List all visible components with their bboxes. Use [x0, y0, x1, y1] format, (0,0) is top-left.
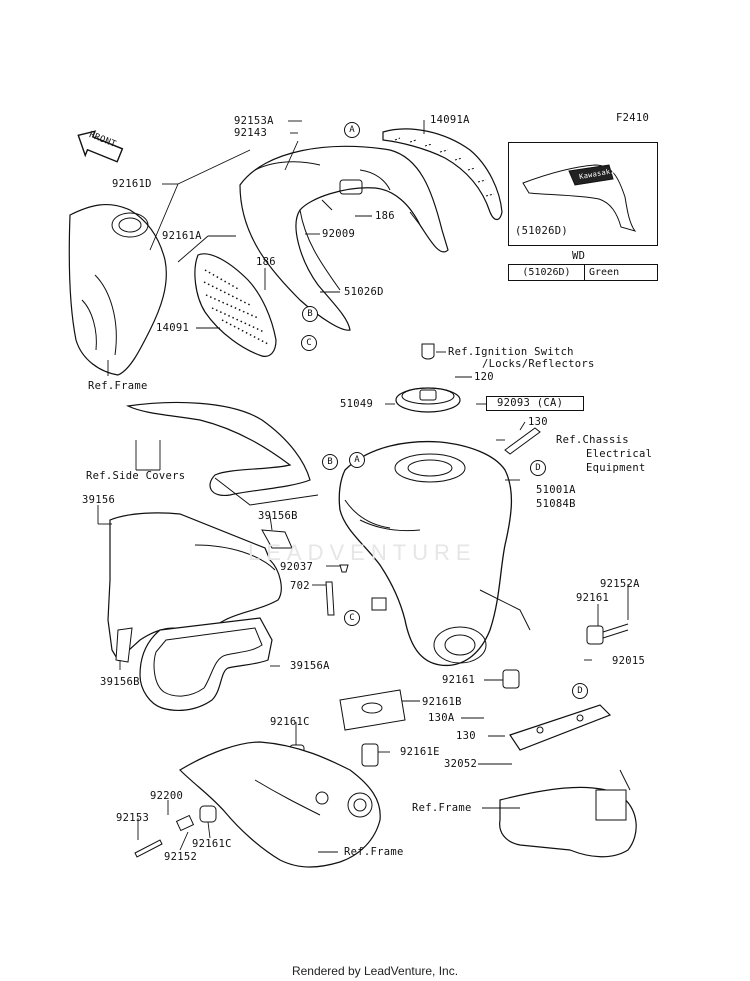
part-label: 92200	[150, 790, 184, 802]
callout-d: D	[530, 460, 546, 476]
pad-14091A-shape	[382, 128, 503, 221]
part-label: 92153	[116, 812, 150, 824]
reference-label: Equipment	[586, 462, 646, 474]
part-label: 130A	[428, 712, 455, 724]
part-label: 51001A	[536, 484, 576, 496]
side-cover-shape	[125, 401, 319, 506]
wd-table-part: (51026D)	[509, 265, 585, 280]
part-label: 39156B	[258, 510, 298, 522]
watermark: LEADVENTURE	[248, 540, 477, 565]
part-label: 92015	[612, 655, 646, 667]
part-label: 14091A	[430, 114, 470, 126]
reference-label: Ref.Side Covers	[86, 470, 186, 482]
wd-table-color: Green	[589, 267, 620, 278]
part-label: 92153A	[234, 115, 274, 127]
callout-b: B	[322, 454, 338, 470]
reference-label: Electrical	[586, 448, 653, 460]
part-label: 92152A	[600, 578, 640, 590]
part-label: 39156	[82, 494, 116, 506]
part-label: 92152	[164, 851, 198, 863]
bracket-shape	[371, 597, 387, 611]
tank-cover-shape	[239, 145, 449, 331]
part-label: 51084B	[536, 498, 576, 510]
reference-label: Ref.Frame	[412, 802, 472, 814]
wd-table: (51026D) Green	[508, 264, 658, 281]
part-label: 32052	[444, 758, 478, 770]
part-label: 130	[528, 416, 548, 428]
leader-lines	[97, 120, 629, 853]
bolt-assembly-shape	[134, 805, 217, 858]
wd-heading: WD	[572, 250, 586, 262]
part-label: 92093 (CA)	[497, 397, 564, 409]
callout-b: B	[302, 306, 318, 322]
filler-cap-shape	[395, 343, 461, 413]
part-label: 92161D	[112, 178, 152, 190]
optional-part-box: 92093 (CA)	[486, 396, 584, 411]
part-label: 186	[375, 210, 395, 222]
frame-rear-right-shape	[499, 704, 637, 858]
strip-39156B-shape	[115, 529, 293, 663]
part-label: 186	[256, 256, 276, 268]
callout-d: D	[572, 683, 588, 699]
part-label: 92161B	[422, 696, 462, 708]
diagram-code: F2410	[616, 112, 650, 124]
reference-label: /Locks/Reflectors	[482, 358, 595, 370]
part-label: 92161C	[192, 838, 232, 850]
frame-top-left-shape	[68, 204, 167, 376]
part-label: 14091	[156, 322, 190, 334]
part-label: 51026D	[344, 286, 384, 298]
part-label: 92143	[234, 127, 268, 139]
chassis-strap-shape	[504, 427, 541, 455]
reference-label: Ref.Frame	[88, 380, 148, 392]
reference-label: Ref.Chassis	[556, 434, 629, 446]
callout-c: C	[301, 335, 317, 351]
part-label: 39156B	[100, 676, 140, 688]
callout-c: C	[344, 610, 360, 626]
part-label: 92161	[576, 592, 610, 604]
part-label: 92037	[280, 561, 314, 573]
inset-part-label: (51026D)	[515, 225, 568, 237]
clip-92037-shape	[339, 564, 349, 573]
part-label: 130	[456, 730, 476, 742]
part-label: 92161A	[162, 230, 202, 242]
frame-bottom-left-shape	[179, 741, 381, 868]
footer-credit: Rendered by LeadVenture, Inc.	[291, 964, 459, 978]
part-label: 92009	[322, 228, 356, 240]
part-label: 120	[474, 371, 494, 383]
part-label: 92161	[442, 674, 476, 686]
part-label: 702	[290, 580, 310, 592]
inset-box: Kawasaki (51026D)	[508, 142, 658, 246]
reference-label: Ref.Ignition Switch	[448, 346, 574, 358]
reference-label: Ref.Frame	[344, 846, 404, 858]
inset-cover-shape	[522, 164, 637, 232]
part-label: 39156A	[290, 660, 330, 672]
callout-a: A	[344, 122, 360, 138]
pin-702-shape	[325, 581, 335, 616]
front-arrow-icon	[77, 130, 124, 163]
pad-14091-shape	[194, 253, 277, 357]
part-label: 92161E	[400, 746, 440, 758]
part-label: 51049	[340, 398, 374, 410]
part-label: 92161C	[270, 716, 310, 728]
insulator-39156A-shape	[139, 617, 273, 711]
callout-a: A	[349, 452, 365, 468]
fuel-tank-shape	[338, 440, 531, 667]
